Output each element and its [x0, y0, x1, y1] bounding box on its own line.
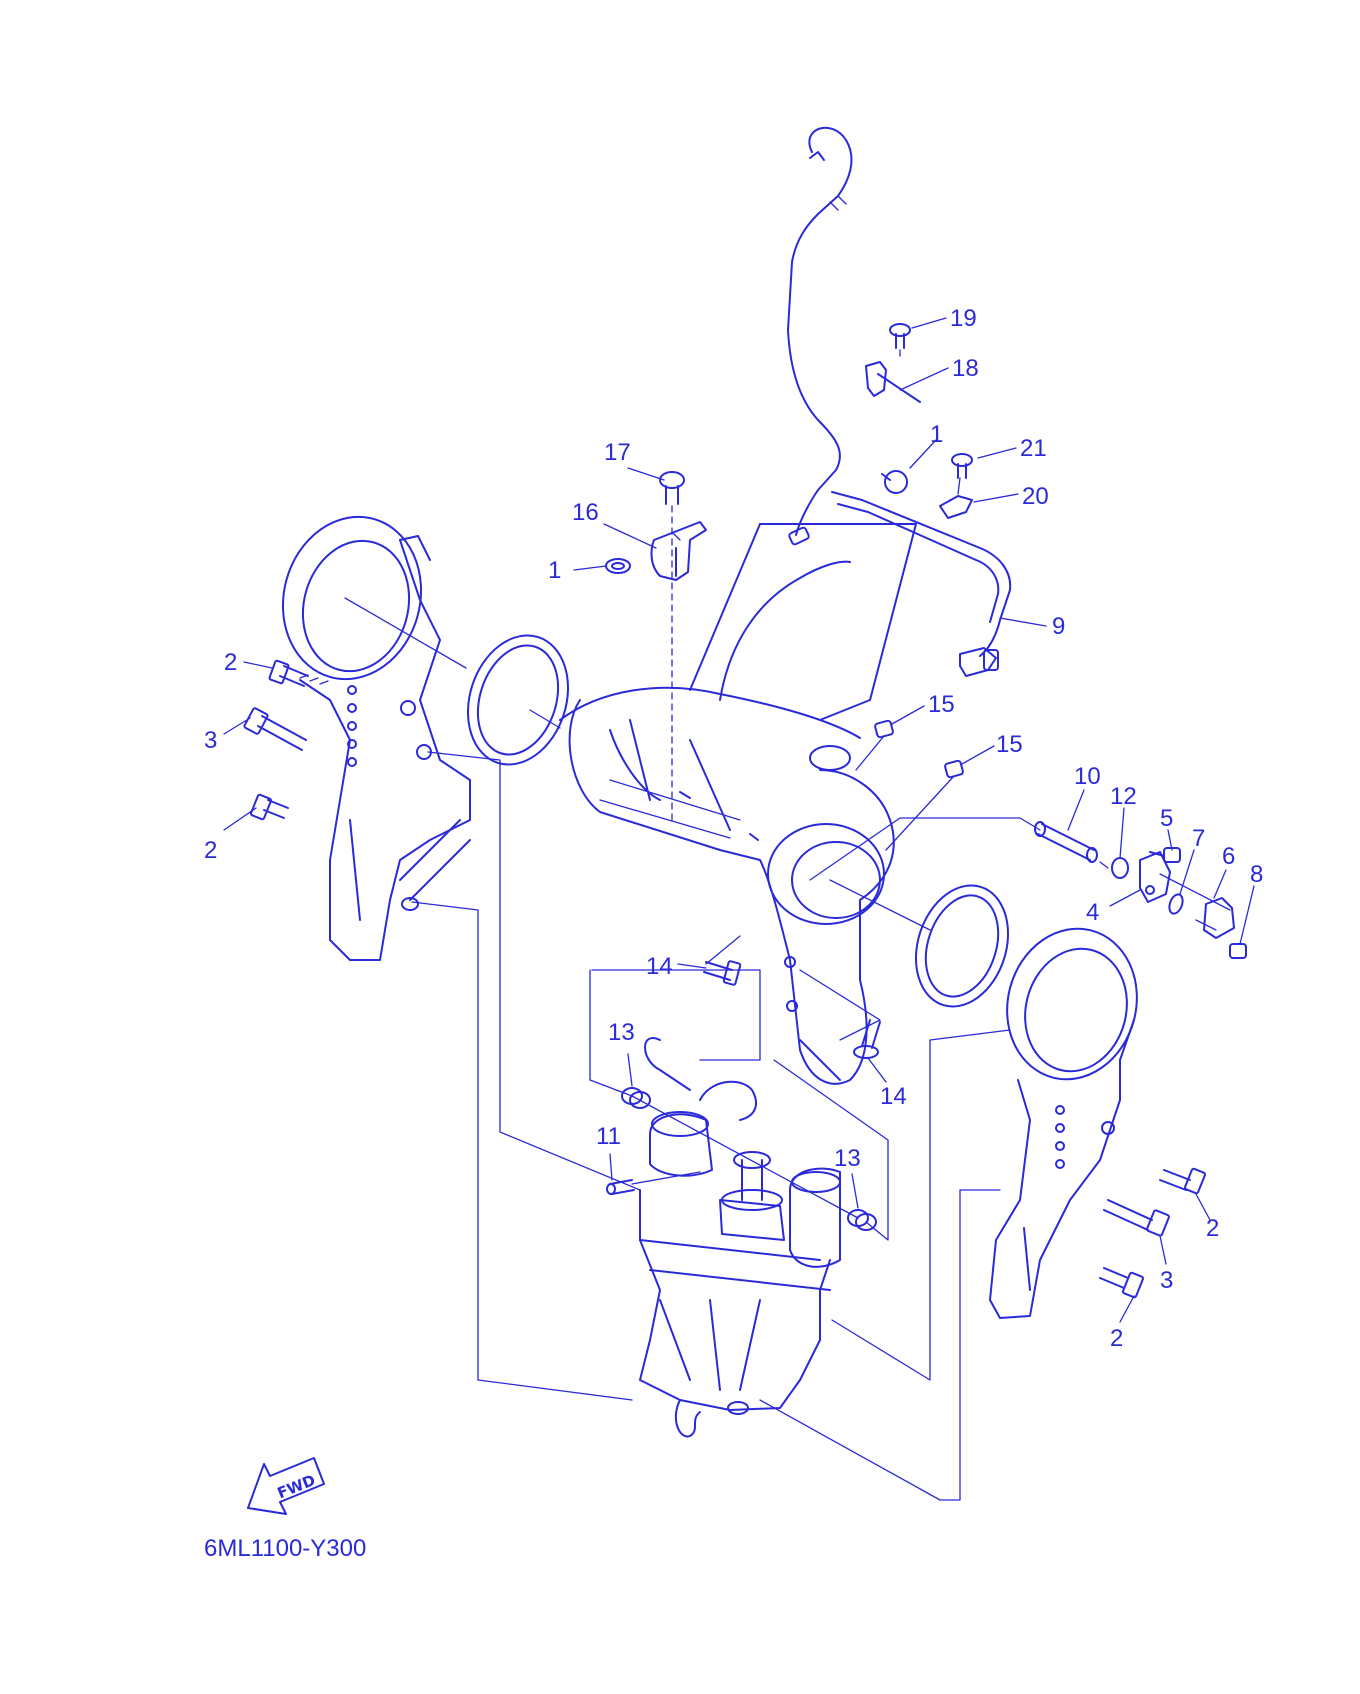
holder-18 — [865, 361, 921, 403]
bolt-2-left-lower — [249, 793, 289, 821]
callout-15-a: 15 — [928, 691, 955, 718]
callout-3-right: 3 — [1160, 1267, 1173, 1294]
callout-2-left-upper: 2 — [224, 649, 237, 676]
callout-13-right: 13 — [834, 1145, 861, 1172]
screw-8 — [1229, 943, 1247, 959]
nut-15-b — [944, 759, 964, 779]
screw-19 — [889, 323, 911, 349]
callout-21: 21 — [1020, 435, 1047, 462]
callout-19: 19 — [950, 305, 977, 332]
callout-14-right: 14 — [880, 1083, 907, 1110]
power-trim-tilt-unit — [639, 1037, 841, 1438]
callout-11: 11 — [596, 1123, 621, 1150]
nut-15-a — [874, 719, 894, 739]
clip-1-left — [605, 558, 631, 574]
callout-8: 8 — [1250, 861, 1263, 888]
trim-sensor-wire — [787, 126, 853, 546]
swivel-bracket — [559, 523, 917, 1085]
bushing-13-right — [847, 1209, 877, 1231]
callout-7: 7 — [1192, 825, 1205, 852]
sensor-cable-9 — [831, 491, 1012, 677]
callout-5: 5 — [1160, 805, 1173, 832]
fwd-label: FWD — [275, 1471, 318, 1502]
callout-2-right-lower: 2 — [1110, 1325, 1123, 1352]
bracket-4 — [1139, 851, 1171, 903]
clamp-bracket-left — [281, 515, 471, 961]
callout-16: 16 — [572, 499, 599, 526]
bolt-17 — [659, 471, 685, 821]
callout-6: 6 — [1222, 843, 1235, 870]
callout-14-left: 14 — [646, 953, 673, 980]
diagram-code: 6ML1100-Y300 — [204, 1535, 366, 1562]
screw-21 — [951, 453, 973, 479]
assembly-leader-lines — [344, 349, 1231, 1501]
bushing-left — [467, 634, 569, 766]
bolt-3-right — [1103, 1199, 1170, 1237]
callout-labels: 19 18 1 21 20 17 16 1 9 2 3 2 15 15 10 1… — [204, 305, 1263, 1352]
callout-1-top: 1 — [930, 421, 943, 448]
callout-2-left-lower: 2 — [204, 837, 217, 864]
callout-2-right-upper: 2 — [1206, 1215, 1219, 1242]
bolt-2-right-lower — [1099, 1267, 1145, 1299]
clip-1-top — [881, 470, 908, 494]
callout-leaders — [223, 317, 1255, 1323]
bolt-14-left — [703, 960, 742, 986]
forward-direction-arrow: FWD — [247, 1457, 325, 1515]
callout-17: 17 — [604, 439, 631, 466]
callout-13-left: 13 — [608, 1019, 635, 1046]
callout-3-left: 3 — [204, 727, 217, 754]
callout-12: 12 — [1110, 783, 1137, 810]
callout-9: 9 — [1052, 613, 1065, 640]
bushing-right — [914, 884, 1010, 1008]
bolt-3-left — [243, 707, 307, 751]
clamp-bracket-right — [989, 927, 1138, 1319]
bolt-2-left-upper — [268, 659, 329, 687]
washer-12 — [1111, 857, 1129, 879]
callout-4: 4 — [1086, 899, 1099, 926]
callout-15-b: 15 — [996, 731, 1023, 758]
callout-10: 10 — [1074, 763, 1101, 790]
lever-6 — [1203, 897, 1235, 939]
bolt-2-right-upper — [1159, 1167, 1207, 1195]
callout-1-left: 1 — [548, 557, 561, 584]
callout-20: 20 — [1022, 483, 1049, 510]
clamp-20 — [939, 495, 973, 519]
bolt-14-right — [853, 1019, 881, 1059]
bracket-16 — [650, 521, 707, 581]
callout-18: 18 — [952, 355, 979, 382]
oring-7 — [1168, 893, 1184, 915]
bushing-13-left — [621, 1087, 651, 1109]
shaft-10 — [1034, 821, 1098, 863]
